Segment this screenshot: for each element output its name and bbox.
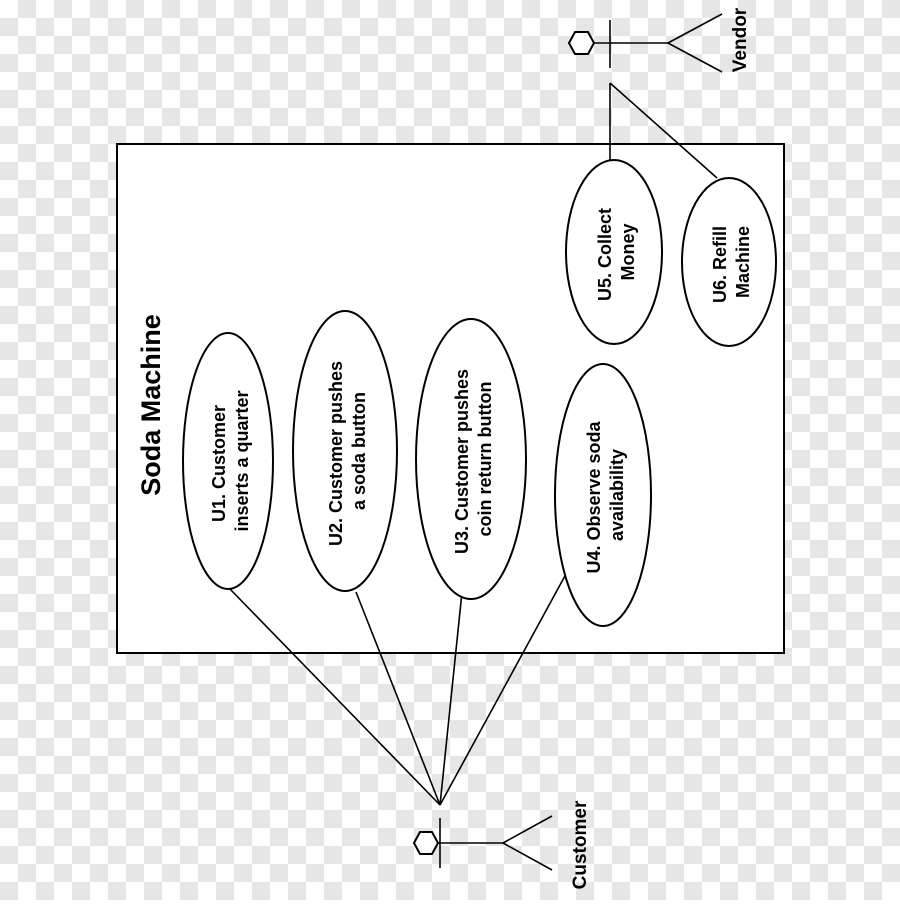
use-case-u1-line-2: inserts a quarter	[232, 390, 252, 531]
use-case-u4: U4. Observe soda availability	[554, 363, 652, 627]
svg-text:U1. Customer inserts a q: U1. Customer inserts a quarter	[209, 390, 252, 531]
customer-associations	[229, 573, 567, 806]
vendor-head-icon	[567, 31, 596, 55]
use-case-u3-line-1: U3. Customer pushes	[452, 369, 472, 554]
svg-text:U2. Customer pushes a so: U2. Customer pushes a soda button	[326, 356, 369, 546]
customer-leg-2	[502, 842, 553, 871]
use-case-u3: U3. Customer pushes coin return button	[415, 318, 527, 600]
use-case-u2-line-2: a soda button	[349, 392, 369, 510]
use-case-u6: U6. Refill Machine	[681, 177, 777, 347]
use-case-u4-line-2: availability	[607, 449, 627, 541]
association-u1	[229, 588, 441, 806]
use-case-u6-line-2: Machine	[733, 226, 753, 298]
vendor-leg-2	[667, 42, 723, 73]
association-u3	[439, 591, 463, 806]
use-case-u5-line-1: U5. Collect	[595, 208, 615, 301]
association-u4	[439, 573, 567, 806]
association-u2	[355, 591, 441, 806]
use-case-u4-line-1: U4. Observe soda	[584, 420, 604, 573]
svg-text:U5. Collect Money: U5. Collect Money	[595, 203, 638, 301]
customer-head-icon	[412, 831, 440, 855]
svg-text:U3. Customer pushes coin: U3. Customer pushes coin return button	[452, 364, 495, 554]
vendor-leg-1	[667, 13, 723, 44]
use-case-u2: U2. Customer pushes a soda button	[292, 310, 398, 592]
system-title: Soda Machine	[136, 314, 166, 496]
customer-leg-1	[502, 815, 553, 844]
use-case-u3-line-2: coin return button	[475, 382, 495, 537]
vendor-associations	[609, 82, 718, 179]
use-case-u1-line-1: U1. Customer	[209, 405, 229, 522]
use-case-u6-line-1: U6. Refill	[710, 226, 730, 303]
svg-text:U4. Observe soda availab: U4. Observe soda availability	[584, 416, 627, 573]
use-case-u5: U5. Collect Money	[565, 159, 663, 345]
use-case-u5-line-2: Money	[618, 223, 638, 280]
customer-label: Customer	[570, 800, 591, 889]
svg-text:U6. Refill Machine: U6. Refill Machine	[710, 221, 753, 303]
customer-actor: Customer	[412, 800, 591, 889]
association-u6	[609, 82, 718, 179]
vendor-label: Vendor	[730, 7, 751, 72]
vendor-actor: Vendor	[567, 7, 751, 73]
use-case-u2-line-1: U2. Customer pushes	[326, 361, 346, 546]
use-case-u1: U1. Customer inserts a quarter	[182, 332, 274, 590]
